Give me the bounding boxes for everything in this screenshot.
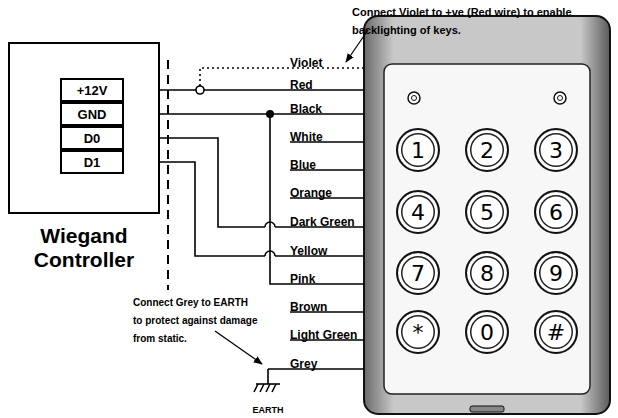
note-text: Connect Grey to EARTH to protect against… (133, 297, 257, 344)
terminal-box: D0 (60, 126, 124, 150)
key-label: 8 (480, 261, 494, 286)
separator-line (167, 60, 169, 290)
wire-name: Light Green (290, 328, 357, 342)
key-label: 0 (480, 320, 494, 345)
keypad-housing (364, 16, 610, 414)
key-button: 2 (465, 128, 509, 172)
key-label: * (413, 320, 424, 345)
key-button: 8 (465, 251, 509, 295)
key-button: 9 (534, 251, 578, 295)
key-button: 3 (534, 128, 578, 172)
key-label: 9 (549, 261, 563, 286)
wire-name: Black (290, 102, 322, 116)
key-label: # (547, 320, 565, 345)
key-button: 4 (396, 190, 440, 234)
wire-hop (265, 222, 275, 227)
earth-label: EARTH (253, 405, 284, 415)
pin-name: +12V (77, 83, 108, 98)
earth-symbol (254, 369, 280, 392)
terminal-box: D1 (60, 150, 124, 174)
pin-name: GND (78, 107, 107, 122)
key-button: 0 (465, 310, 509, 354)
wire-name: Violet (290, 56, 322, 70)
key-button: * (396, 310, 440, 354)
key-button: 5 (465, 190, 509, 234)
key-button: 6 (534, 190, 578, 234)
wire (124, 113, 364, 115)
wire-name: Orange (290, 186, 332, 200)
wire (124, 89, 364, 91)
leader-line (215, 331, 262, 364)
terminal-box: GND (60, 102, 124, 126)
controller-title: Wiegand Controller (4, 224, 164, 272)
violet-link (200, 68, 364, 86)
junction-dot (267, 111, 273, 117)
key-label: 1 (411, 138, 425, 163)
key-label: 4 (411, 200, 425, 225)
wire-name: Pink (290, 272, 315, 286)
wire-name: Grey (290, 357, 317, 371)
wires (124, 68, 364, 369)
note-text: Connect Violet to +ve (Red wire) to enab… (352, 6, 572, 36)
key-label: 3 (549, 138, 563, 163)
key-label: 2 (480, 138, 494, 163)
terminal-box: +12V (60, 78, 124, 102)
key-button: 1 (396, 128, 440, 172)
pin-name: D0 (84, 131, 101, 146)
wire-hop (265, 251, 275, 256)
key-label: 6 (549, 200, 563, 225)
wire (270, 114, 364, 284)
key-button: # (534, 310, 578, 354)
wire-name: Red (290, 78, 313, 92)
pin-name: D1 (84, 155, 101, 170)
wire-name: Brown (290, 300, 327, 314)
key-button: 7 (396, 251, 440, 295)
controller-box: Wiegand Controller+12VGNDD0D1 (8, 42, 160, 214)
key-label: 7 (411, 261, 425, 286)
wire-joint (196, 86, 204, 94)
wire-name: Yellow (290, 244, 327, 258)
wire-name: White (290, 130, 323, 144)
wire-name: Dark Green (290, 215, 355, 229)
wire-name: Blue (290, 158, 316, 172)
key-label: 5 (480, 200, 494, 225)
